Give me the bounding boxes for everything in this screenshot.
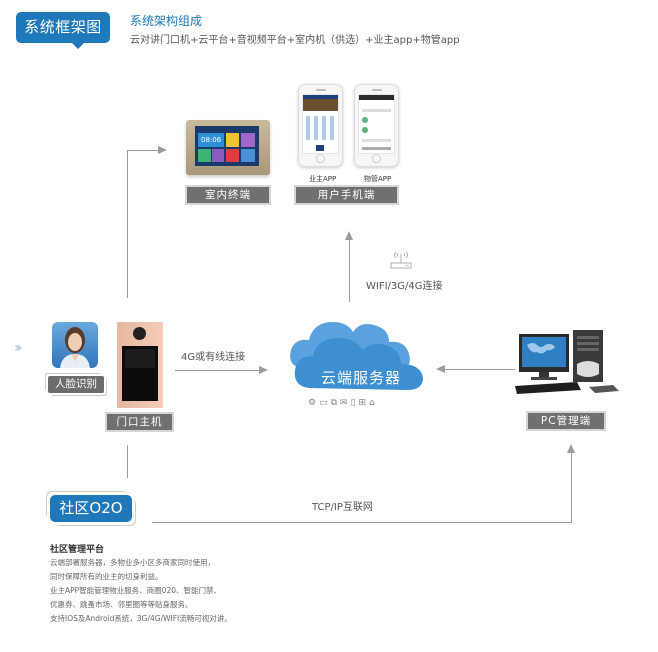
door-to-cloud-line [175,370,260,371]
section-title: 系统架构组成 [130,14,203,28]
o2o-to-pc-line-h [152,522,572,523]
wifi-router-icon [388,248,414,270]
map-icon: ⊞ [358,398,370,408]
door-station-image [117,322,163,408]
bag-icon: ⌂ [369,398,378,408]
monitor-icon: ▭ [319,398,331,408]
service-icons-row: ⚙▭⧉✉▯⊞⌂ [308,398,378,408]
arrow-left-icon [436,365,445,373]
gear-icon: ⚙ [308,398,320,408]
cloud-server-label: 云端服务器 [321,369,402,387]
face-recognition-label: 人脸识别 [48,376,104,393]
platform-desc-line: 支持IOS及Android系统，3G/4G/WIFI流畅可视对讲。 [50,614,232,623]
community-o2o-badge: 社区O2O [50,495,132,522]
cloud-server-icon [290,322,423,390]
platform-title: 社区管理平台 [50,545,105,555]
arrow-up-icon [567,444,575,453]
arrow-right-icon [259,366,268,374]
door-to-cloud-label: 4G或有线连接 [181,352,246,363]
owner-app-phone-image [298,84,343,167]
pc-workstation-image [515,330,619,394]
indoor-terminal-label: 室内终端 [187,187,269,203]
pc-management-label: PC管理端 [528,413,604,429]
pc-to-cloud-line [445,369,515,370]
platform-desc-line: 同时保障所有的业主的切身利益。 [50,572,163,581]
section-badge: 系统框架图 [16,12,110,49]
property-app-label: 物管APP [364,175,392,183]
mail-icon: ✉ [340,398,351,408]
platform-desc-line: 业主APP智能管理物业服务、商圈020、智能门禁、 [50,586,221,595]
phone-icon: ▯ [350,398,359,408]
section-subtitle: 云对讲门口机+云平台+音视频平台+室内机（供选）+业主app+物管app [130,35,460,46]
platform-desc-line: 优惠券、跳蚤市场、邻里圈等等贴身服务。 [50,600,193,609]
o2o-to-pc-label: TCP/IP互联网 [312,502,373,513]
face-recognition-image [52,322,98,368]
o2o-to-pc-line-v [571,452,572,523]
indoor-monitor-image: 08:06 [186,120,270,175]
door-to-indoor-line-h [127,150,160,151]
owner-app-label: 业主APP [309,175,337,183]
cloud-to-mobile-line [349,238,350,302]
screen-time: 08:06 [201,136,222,144]
chevrons-icon: ››› [14,340,23,356]
windows-icon: ⧉ [330,398,341,408]
door-to-o2o-line [127,445,128,478]
arrow-right-icon [158,146,167,154]
platform-desc-line: 云端部署服务器，多物业多小区多商家同时使用， [50,558,215,567]
door-station-label: 门口主机 [107,414,172,430]
door-to-indoor-line-v [127,150,128,298]
cloud-to-mobile-label: WIFI/3G/4G连接 [366,281,443,292]
mobile-terminal-label: 用户手机端 [296,187,397,203]
arrow-up-icon [345,231,353,240]
property-app-phone-image [354,84,399,167]
